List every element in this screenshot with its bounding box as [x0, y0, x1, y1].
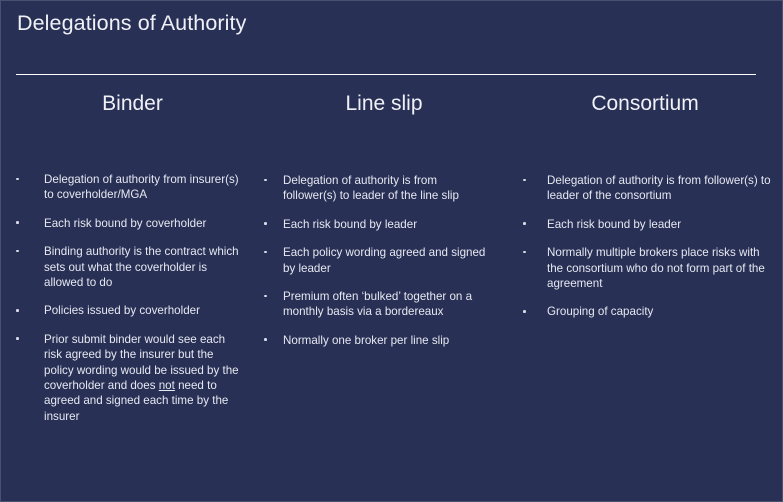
bullet-dot-icon	[16, 308, 19, 312]
column-heading-line-slip: Line slip	[345, 92, 423, 115]
list-item-text: Delegation of authority is from follower…	[283, 174, 459, 203]
list-item: Policies issued by coverholder	[11, 303, 256, 318]
list-item-text: Each risk bound by leader	[547, 217, 682, 231]
list-item: Each policy wording agreed and signed by…	[260, 245, 508, 276]
list-item-text: Each risk bound by leader	[283, 217, 418, 231]
bullet-dot-icon	[264, 338, 267, 341]
list-item-text: Delegation of authority from insurer(s) …	[44, 173, 239, 202]
bullet-dot-icon	[523, 309, 526, 313]
bullet-list-line-slip: Delegation of authority is from follower…	[260, 173, 508, 348]
bullet-dot-icon	[16, 249, 19, 253]
bullet-dot-icon	[264, 294, 267, 298]
page-title: Delegations of Authority	[17, 11, 247, 35]
list-item: Delegation of authority is from follower…	[260, 173, 508, 204]
bullet-dot-icon	[523, 250, 526, 254]
list-item: Binding authority is the contract which …	[11, 244, 256, 290]
list-item: Normally multiple brokers place risks wi…	[516, 245, 782, 291]
list-item-text: Policies issued by coverholder	[44, 304, 200, 318]
bullet-dot-icon	[16, 177, 19, 181]
list-item: Delegation of authority from insurer(s) …	[11, 172, 256, 203]
bullet-dot-icon	[264, 250, 267, 254]
list-item: Each risk bound by leader	[516, 217, 782, 232]
column-binder: Binder Delegation of authority from insu…	[1, 89, 256, 437]
list-item: Each risk bound by leader	[260, 217, 508, 232]
list-item: Grouping of capacity	[516, 304, 782, 319]
bullet-dot-icon	[523, 222, 526, 225]
list-item: Premium often ‘bulked’ together on a mon…	[260, 289, 508, 320]
column-consortium: Consortium Delegation of authority is fr…	[508, 89, 782, 437]
list-item: Prior submit binder would see each risk …	[11, 332, 256, 424]
list-item-text: Delegation of authority is from follower…	[547, 174, 771, 203]
bullet-dot-icon	[264, 178, 267, 182]
list-item-text: Normally one broker per line slip	[283, 333, 450, 347]
column-heading-consortium: Consortium	[591, 92, 699, 115]
bullet-list-binder: Delegation of authority from insurer(s) …	[11, 172, 256, 424]
list-item-text: Prior submit binder would see each risk …	[44, 332, 239, 423]
list-item-text: Binding authority is the contract which …	[44, 245, 239, 290]
list-item-text: Premium often ‘bulked’ together on a mon…	[283, 290, 473, 319]
title-divider	[16, 74, 756, 75]
list-item-text: Grouping of capacity	[547, 305, 654, 319]
column-heading-binder: Binder	[102, 92, 163, 115]
column-line-slip: Line slip Delegation of authority is fro…	[256, 89, 508, 437]
bullet-dot-icon	[16, 337, 19, 340]
list-item-text: Each risk bound by coverholder	[44, 216, 207, 230]
bullet-dot-icon	[523, 178, 526, 182]
list-item: Normally one broker per line slip	[260, 333, 508, 348]
bullet-dot-icon	[16, 221, 19, 224]
list-item-text: Normally multiple brokers place risks wi…	[547, 246, 765, 291]
bullet-list-consortium: Delegation of authority is from follower…	[516, 173, 782, 320]
list-item: Each risk bound by coverholder	[11, 216, 256, 231]
list-item-text: Each policy wording agreed and signed by…	[283, 246, 486, 275]
bullet-dot-icon	[264, 222, 267, 225]
columns-container: Binder Delegation of authority from insu…	[1, 89, 782, 437]
list-item: Delegation of authority is from follower…	[516, 173, 782, 204]
